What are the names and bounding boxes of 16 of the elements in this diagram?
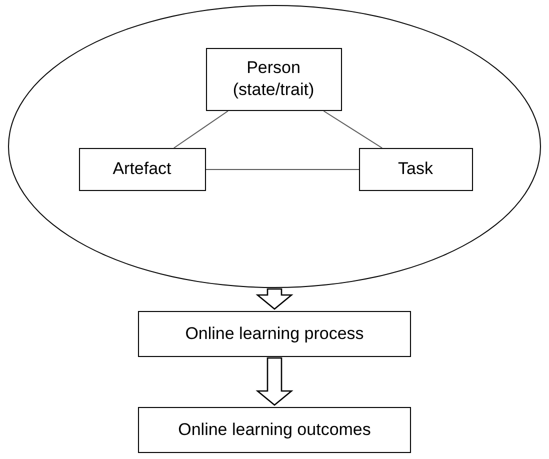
block-arrow: [256, 357, 294, 406]
process-box: [138, 311, 411, 357]
box-label: Online learning process: [185, 322, 364, 345]
process-box: [206, 48, 342, 110]
ellipse-boundary: [8, 5, 541, 288]
process-box: [358, 148, 472, 190]
box-label: Person (state/trait): [232, 56, 316, 101]
box-label: Artefact: [112, 158, 172, 180]
process-box: [138, 407, 411, 453]
connector-line: [173, 110, 228, 148]
connector-line: [323, 110, 383, 148]
box-label: Online learning outcomes: [178, 418, 371, 441]
box-label: Task: [398, 158, 433, 180]
connector-line: [206, 169, 360, 170]
process-box: [78, 148, 206, 190]
block-arrow: [256, 288, 294, 310]
